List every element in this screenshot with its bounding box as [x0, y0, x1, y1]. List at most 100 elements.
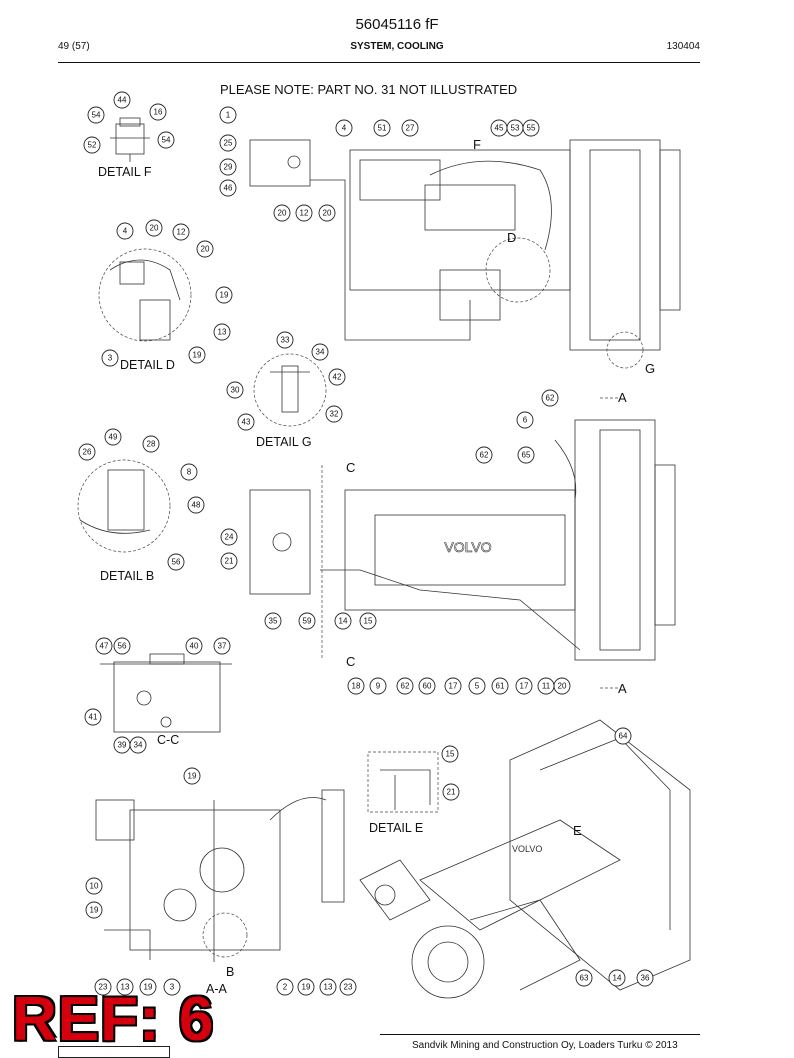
callout-detail-d-4: 4 — [116, 222, 134, 240]
callout-detail-b-28: 28 — [142, 435, 160, 453]
callout-detail-f-16: 16 — [149, 103, 167, 121]
callout-circle — [226, 381, 244, 399]
callout-circle — [220, 552, 238, 570]
detail-b-drawing — [77, 459, 171, 553]
callout-number: 4 — [123, 227, 128, 236]
callout-number: 2 — [283, 983, 288, 992]
callout-number: 37 — [218, 642, 227, 651]
callout-main-mid-6: 6 — [516, 411, 534, 429]
callout-section-cc-47: 47 — [95, 637, 113, 655]
isometric-engine-drawing: VOLVO — [359, 719, 691, 999]
callout-circle — [325, 405, 343, 423]
callout-number: 62 — [480, 451, 489, 460]
callout-circle — [101, 349, 119, 367]
callout-circle — [187, 496, 205, 514]
callout-section-aa-19: 19 — [297, 978, 315, 996]
callout-section-cc-39: 39 — [113, 736, 131, 754]
callout-section-cc-56: 56 — [113, 637, 131, 655]
callout-detail-g-30: 30 — [226, 381, 244, 399]
callout-main-mid-17: 17 — [515, 677, 533, 695]
callout-number: 55 — [527, 124, 536, 133]
callout-circle — [196, 240, 214, 258]
callout-main-mid-35: 35 — [264, 612, 282, 630]
brand-logo — [58, 1046, 170, 1058]
callout-number: 29 — [224, 163, 233, 172]
callout-number: 12 — [300, 209, 309, 218]
callout-number: 15 — [364, 617, 373, 626]
callout-number: 30 — [231, 386, 240, 395]
callout-number: 10 — [90, 882, 99, 891]
callout-main-top-45: 45 — [490, 119, 508, 137]
callout-circle — [319, 978, 337, 996]
callout-detail-d-19: 19 — [215, 286, 233, 304]
callout-section-cc-34: 34 — [129, 736, 147, 754]
callout-circle — [442, 783, 460, 801]
callout-number: 39 — [118, 741, 127, 750]
callout-circle — [444, 677, 462, 695]
callout-circle — [575, 969, 593, 987]
callout-number: 17 — [449, 682, 458, 691]
callout-circle — [264, 612, 282, 630]
callout-number: 33 — [281, 336, 290, 345]
callout-section-aa-19: 19 — [139, 978, 157, 996]
callout-section-aa-3: 3 — [163, 978, 181, 996]
callout-detail-b-49: 49 — [104, 428, 122, 446]
callout-number: 56 — [118, 642, 127, 651]
callout-circle — [215, 286, 233, 304]
callout-main-mid-18: 18 — [347, 677, 365, 695]
detail-e-label: DETAIL E — [369, 821, 423, 835]
callout-circle — [295, 204, 313, 222]
callout-detail-e-21: 21 — [442, 783, 460, 801]
callout-circle — [85, 901, 103, 919]
callout-main-top-1: 1 — [219, 106, 237, 124]
callout-number: 17 — [520, 682, 529, 691]
callout-number: 18 — [352, 682, 361, 691]
callout-detail-g-43: 43 — [237, 413, 255, 431]
callout-circle — [139, 978, 157, 996]
callout-circle — [273, 204, 291, 222]
callout-number: 44 — [118, 96, 127, 105]
callout-circle — [213, 323, 231, 341]
callout-iso-view-36: 36 — [636, 969, 654, 987]
callout-circle — [401, 119, 419, 137]
callout-main-mid-59: 59 — [298, 612, 316, 630]
callout-number: 36 — [641, 974, 650, 983]
callout-main-top-25: 25 — [219, 134, 237, 152]
callout-main-top-12: 12 — [295, 204, 313, 222]
callout-main-top-29: 29 — [219, 158, 237, 176]
callout-circle — [441, 745, 459, 763]
callout-circle — [335, 119, 353, 137]
callout-circle — [475, 446, 493, 464]
callout-number: 40 — [190, 642, 199, 651]
callout-detail-b-48: 48 — [187, 496, 205, 514]
callout-number: 20 — [323, 209, 332, 218]
callout-number: 1 — [226, 111, 231, 120]
callout-circle — [522, 119, 540, 137]
callout-number: 54 — [162, 136, 171, 145]
callout-circle — [113, 91, 131, 109]
callout-circle — [188, 346, 206, 364]
callout-circle — [359, 612, 377, 630]
callout-main-top-4: 4 — [335, 119, 353, 137]
callout-section-aa-19: 19 — [183, 767, 201, 785]
callout-detail-b-8: 8 — [180, 463, 198, 481]
callout-circle — [85, 877, 103, 895]
callout-number: 12 — [177, 228, 186, 237]
callout-number: 6 — [523, 416, 528, 425]
detail-g-label: DETAIL G — [256, 435, 312, 449]
callout-number: 8 — [187, 468, 192, 477]
callout-circle — [516, 411, 534, 429]
callout-number: 13 — [218, 328, 227, 337]
callout-circle — [167, 553, 185, 571]
callout-number: 23 — [99, 983, 108, 992]
callout-number: 21 — [225, 557, 234, 566]
callout-circle — [219, 134, 237, 152]
callout-circle — [219, 179, 237, 197]
section-c-bottom-marker: C — [346, 654, 355, 669]
callout-circle — [373, 119, 391, 137]
callout-circle — [311, 343, 329, 361]
detail-d-label: DETAIL D — [120, 358, 175, 372]
callout-main-mid-21: 21 — [220, 552, 238, 570]
callout-section-aa-13: 13 — [116, 978, 134, 996]
callout-detail-f-54: 54 — [157, 131, 175, 149]
